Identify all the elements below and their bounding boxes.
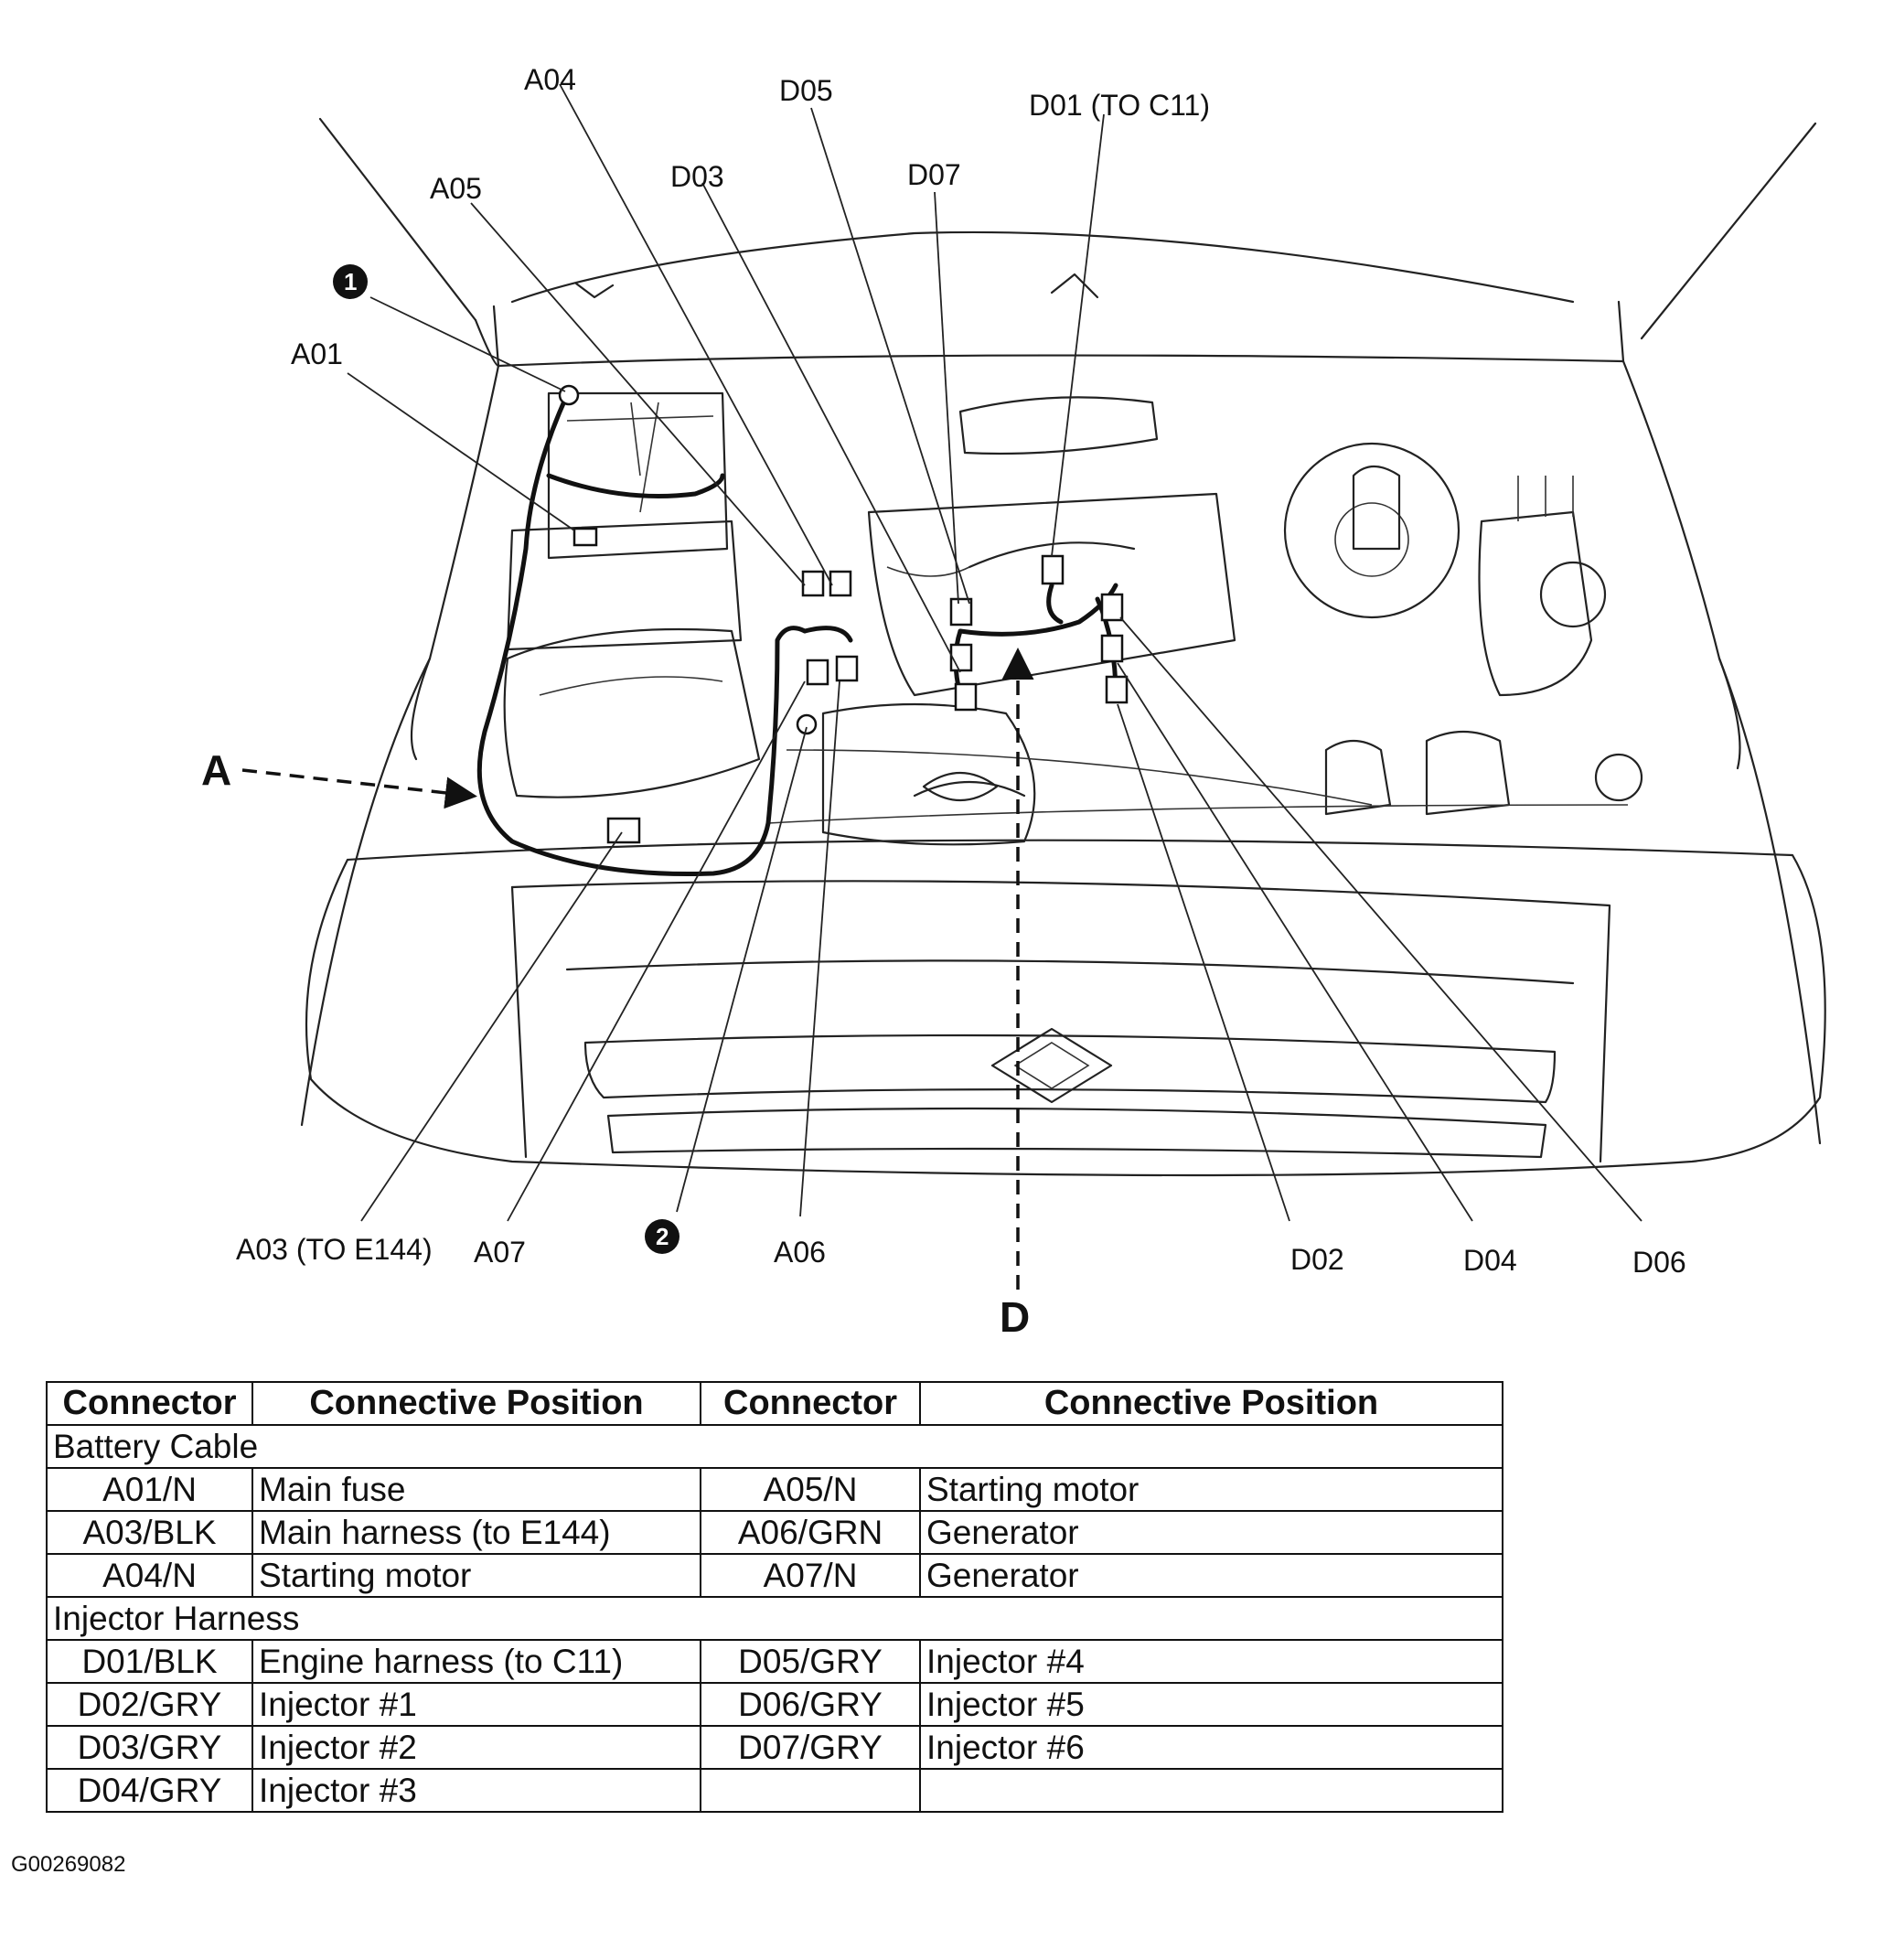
position-cell: Engine harness (to C11) bbox=[251, 1639, 701, 1684]
injector-harness bbox=[949, 554, 1129, 712]
badge-2-icon bbox=[645, 1219, 679, 1254]
connector-cell: D02/GRY bbox=[46, 1682, 253, 1727]
label-d06: D06 bbox=[1632, 1246, 1686, 1279]
connector-cell: A04/N bbox=[46, 1553, 253, 1598]
vehicle-body bbox=[300, 359, 1826, 1177]
header-position-2: Connective Position bbox=[919, 1381, 1503, 1426]
label-a04: A04 bbox=[524, 63, 576, 96]
header-position-1: Connective Position bbox=[251, 1381, 701, 1426]
label-d03: D03 bbox=[670, 160, 724, 193]
figure-id: G00269082 bbox=[11, 1852, 126, 1877]
hood-outline bbox=[318, 117, 1817, 368]
label-view-d: D bbox=[1000, 1293, 1030, 1341]
header-connector-2: Connector bbox=[700, 1381, 921, 1426]
position-cell: Injector #2 bbox=[251, 1725, 701, 1770]
section-title: Battery Cable bbox=[46, 1424, 1503, 1469]
header-connector-1: Connector bbox=[46, 1381, 253, 1426]
table-header-row: Connector Connective Position Connector … bbox=[46, 1381, 1503, 1426]
connector-table: Connector Connective Position Connector … bbox=[46, 1381, 1503, 1813]
position-cell bbox=[919, 1768, 1503, 1813]
position-cell: Injector #5 bbox=[919, 1682, 1503, 1727]
connector-cell bbox=[700, 1768, 921, 1813]
connector-cell: A07/N bbox=[700, 1553, 921, 1598]
label-d07: D07 bbox=[907, 158, 961, 191]
label-d01: D01 (TO C11) bbox=[1029, 89, 1210, 122]
label-d05: D05 bbox=[779, 74, 833, 107]
connector-cell: A06/GRN bbox=[700, 1510, 921, 1555]
label-a03: A03 (TO E144) bbox=[236, 1233, 433, 1266]
label-view-a: A bbox=[201, 746, 231, 794]
section-row-injector-harness: Injector Harness bbox=[46, 1596, 1503, 1641]
table-row: A04/N Starting motor A07/N Generator bbox=[46, 1553, 1503, 1598]
section-title: Injector Harness bbox=[46, 1596, 1503, 1641]
badge-2-label: 2 bbox=[656, 1223, 669, 1250]
section-row-battery-cable: Battery Cable bbox=[46, 1424, 1503, 1469]
position-cell: Starting motor bbox=[919, 1467, 1503, 1512]
badge-1-label: 1 bbox=[344, 268, 357, 295]
position-cell: Main harness (to E144) bbox=[251, 1510, 701, 1555]
position-cell: Injector #6 bbox=[919, 1725, 1503, 1770]
connector-cell: A01/N bbox=[46, 1467, 253, 1512]
label-a05: A05 bbox=[430, 172, 482, 205]
connector-cell: D07/GRY bbox=[700, 1725, 921, 1770]
position-cell: Injector #4 bbox=[919, 1639, 1503, 1684]
engine-bay-components bbox=[503, 391, 1643, 846]
label-a07: A07 bbox=[474, 1236, 526, 1269]
position-cell: Starting motor bbox=[251, 1553, 701, 1598]
table-row: D04/GRY Injector #3 bbox=[46, 1768, 1503, 1813]
label-a01: A01 bbox=[291, 337, 343, 370]
badge-1-icon bbox=[333, 264, 368, 299]
connector-cell: D01/BLK bbox=[46, 1639, 253, 1684]
connector-cell: D06/GRY bbox=[700, 1682, 921, 1727]
table-row: D01/BLK Engine harness (to C11) D05/GRY … bbox=[46, 1639, 1503, 1684]
table-row: D03/GRY Injector #2 D07/GRY Injector #6 bbox=[46, 1725, 1503, 1770]
connector-cell: D03/GRY bbox=[46, 1725, 253, 1770]
connector-cell: D04/GRY bbox=[46, 1768, 253, 1813]
position-cell: Generator bbox=[919, 1553, 1503, 1598]
view-arrows bbox=[241, 648, 1034, 1290]
label-d04: D04 bbox=[1463, 1244, 1517, 1277]
connector-cell: D05/GRY bbox=[700, 1639, 921, 1684]
position-cell: Injector #1 bbox=[251, 1682, 701, 1727]
table-row: A03/BLK Main harness (to E144) A06/GRN G… bbox=[46, 1510, 1503, 1555]
table-row: A01/N Main fuse A05/N Starting motor bbox=[46, 1467, 1503, 1512]
connector-cell: A05/N bbox=[700, 1467, 921, 1512]
table-row: D02/GRY Injector #1 D06/GRY Injector #5 bbox=[46, 1682, 1503, 1727]
position-cell: Main fuse bbox=[251, 1467, 701, 1512]
label-a06: A06 bbox=[774, 1236, 826, 1269]
battery-cable-harness bbox=[476, 384, 859, 877]
connector-cell: A03/BLK bbox=[46, 1510, 253, 1555]
position-cell: Injector #3 bbox=[251, 1768, 701, 1813]
callout-leaders bbox=[347, 83, 1643, 1222]
callout-labels: A04 D05 D01 (TO C11) A05 D03 D07 1 A01 A… bbox=[201, 63, 1686, 1341]
label-d02: D02 bbox=[1290, 1243, 1344, 1276]
position-cell: Generator bbox=[919, 1510, 1503, 1555]
engine-bay-diagram: A04 D05 D01 (TO C11) A05 D03 D07 1 A01 A… bbox=[201, 63, 1826, 1341]
